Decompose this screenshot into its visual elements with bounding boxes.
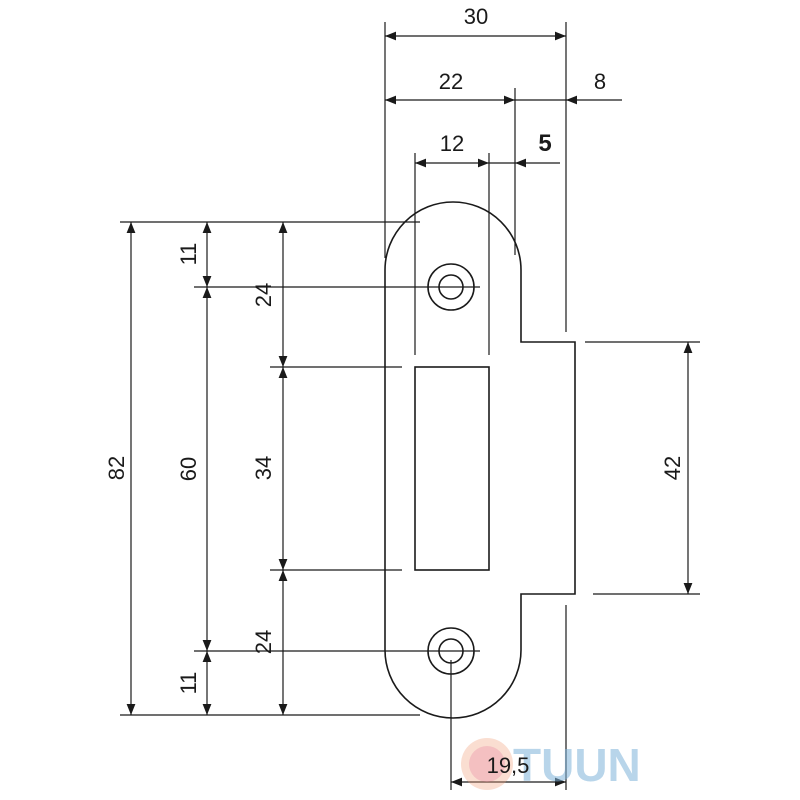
latch-slot [414,366,490,571]
watermark-logo: TUUN [461,738,641,791]
dim-tab-height: 42 [660,456,685,480]
dim-hole-spacing: 60 [176,457,201,481]
dimension-lines [126,31,693,787]
dim-hole-center: 19,5 [487,753,530,778]
watermark-text: TUUN [513,739,641,791]
dim-bottom-11: 11 [176,672,201,695]
dim-slot-height: 34 [251,456,276,480]
dim-slot-width: 12 [440,131,464,156]
dim-width-22: 22 [439,69,463,94]
dim-offset-8: 8 [594,69,606,94]
dim-width-total: 30 [464,4,488,29]
dim-top-11: 11 [176,243,201,266]
dim-bottom-24: 24 [251,630,276,654]
dim-top-24: 24 [251,283,276,307]
extension-lines [120,22,700,790]
strike-plate-outline [384,201,576,719]
dim-slot-offset: 5 [538,130,551,157]
dim-height-total: 82 [104,456,129,480]
